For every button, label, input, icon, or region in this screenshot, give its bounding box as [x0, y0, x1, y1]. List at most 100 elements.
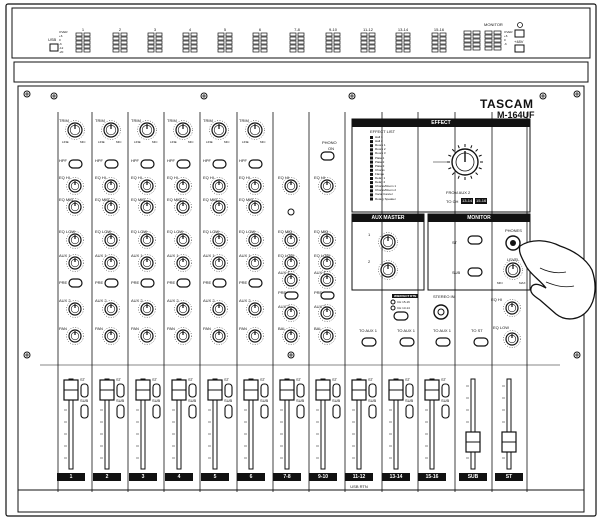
trim-knob[interactable] — [209, 120, 229, 140]
route-st-button[interactable] — [296, 383, 305, 398]
st-eq-mid-knob[interactable] — [282, 231, 300, 249]
pan-knob[interactable] — [210, 327, 228, 345]
route-st-button[interactable] — [405, 383, 414, 398]
eq-low-knob[interactable] — [246, 231, 264, 249]
eq-hi-knob[interactable] — [102, 177, 120, 195]
pre-button[interactable] — [140, 278, 155, 288]
bal-knob[interactable] — [282, 327, 300, 345]
send-button[interactable] — [435, 337, 451, 347]
eq-mid-knob[interactable] — [246, 198, 264, 216]
phono-button[interactable] — [320, 151, 335, 161]
aux1-knob[interactable] — [66, 254, 84, 272]
pan-knob[interactable] — [138, 327, 156, 345]
eq-hi-knob[interactable] — [138, 177, 156, 195]
st-aux1-knob[interactable] — [282, 271, 300, 289]
route-sub-button[interactable] — [116, 404, 125, 419]
hpf-button[interactable] — [212, 159, 227, 169]
phantom-button[interactable] — [514, 44, 525, 53]
eq-mid-knob[interactable] — [138, 198, 156, 216]
trim-knob[interactable] — [65, 120, 85, 140]
st-aux2-knob[interactable] — [318, 304, 336, 322]
route-sub-button[interactable] — [260, 404, 269, 419]
power-button[interactable] — [514, 29, 525, 38]
bal-knob[interactable] — [318, 327, 336, 345]
aux2-knob[interactable] — [66, 300, 84, 318]
send-button[interactable] — [399, 337, 415, 347]
trim-knob[interactable] — [137, 120, 157, 140]
st-aux1-knob[interactable] — [318, 271, 336, 289]
route-sub-button[interactable] — [441, 404, 450, 419]
send-button[interactable] — [473, 337, 489, 347]
effect-selector-knob[interactable] — [447, 144, 483, 180]
monitor-sub-button[interactable] — [467, 267, 483, 277]
eq-hi-knob[interactable] — [66, 177, 84, 195]
st-eq-hi-knob[interactable] — [282, 177, 300, 195]
pan-knob[interactable] — [66, 327, 84, 345]
route-sub-button[interactable] — [188, 404, 197, 419]
st-aux2-knob[interactable] — [282, 304, 300, 322]
route-sub-button[interactable] — [332, 404, 341, 419]
pan-knob[interactable] — [102, 327, 120, 345]
eq-low-knob[interactable] — [174, 231, 192, 249]
aux2-knob[interactable] — [246, 300, 264, 318]
route-st-button[interactable] — [224, 383, 233, 398]
ch-1314-radio[interactable] — [390, 305, 396, 311]
st-pre-button[interactable] — [284, 291, 299, 300]
pre-button[interactable] — [104, 278, 119, 288]
pre-button[interactable] — [212, 278, 227, 288]
monitor-level-knob[interactable] — [503, 260, 523, 280]
usb-button[interactable] — [49, 43, 59, 52]
eq-low-knob[interactable] — [138, 231, 156, 249]
st-eq-low-knob-fx[interactable] — [503, 330, 521, 348]
aux2-knob[interactable] — [174, 300, 192, 318]
aux1-knob[interactable] — [138, 254, 156, 272]
route-sub-button[interactable] — [368, 404, 377, 419]
aux1-knob[interactable] — [246, 254, 264, 272]
st-eq-low-knob[interactable] — [282, 254, 300, 272]
aux2-knob[interactable] — [210, 300, 228, 318]
route-st-button[interactable] — [116, 383, 125, 398]
eq-hi-knob[interactable] — [174, 177, 192, 195]
hpf-button[interactable] — [104, 159, 119, 169]
eq-mid-knob[interactable] — [174, 198, 192, 216]
st-pre-button[interactable] — [320, 291, 335, 300]
pre-button[interactable] — [176, 278, 191, 288]
aux1-knob[interactable] — [210, 254, 228, 272]
route-sub-button[interactable] — [152, 404, 161, 419]
aux1-knob[interactable] — [174, 254, 192, 272]
route-st-button[interactable] — [441, 383, 450, 398]
hpf-button[interactable] — [176, 159, 191, 169]
aux2-knob[interactable] — [138, 300, 156, 318]
eq-hi-knob[interactable] — [210, 177, 228, 195]
route-st-button[interactable] — [188, 383, 197, 398]
route-sub-button[interactable] — [224, 404, 233, 419]
st-eq-hi-knob-fx[interactable] — [503, 299, 521, 317]
ch-1516-radio[interactable] — [390, 299, 396, 305]
route-st-button[interactable] — [368, 383, 377, 398]
trim-knob[interactable] — [101, 120, 121, 140]
route-st-button[interactable] — [152, 383, 161, 398]
route-sub-button[interactable] — [296, 404, 305, 419]
send-button[interactable] — [361, 337, 377, 347]
to-ch-1314-button[interactable] — [461, 198, 473, 204]
eq-low-knob[interactable] — [210, 231, 228, 249]
stereo-in-jack[interactable] — [433, 304, 449, 320]
eq-mid-knob[interactable] — [66, 198, 84, 216]
hpf-button[interactable] — [140, 159, 155, 169]
route-sub-button[interactable] — [405, 404, 414, 419]
pan-knob[interactable] — [246, 327, 264, 345]
pre-button[interactable] — [248, 278, 263, 288]
eq-low-knob[interactable] — [102, 231, 120, 249]
aux1-knob[interactable] — [102, 254, 120, 272]
eq-hi-knob[interactable] — [246, 177, 264, 195]
route-st-button[interactable] — [80, 383, 89, 398]
aux-master-2-knob[interactable] — [378, 260, 398, 280]
eq-mid-knob[interactable] — [210, 198, 228, 216]
aux2-knob[interactable] — [102, 300, 120, 318]
to-ch-1516-button[interactable] — [475, 198, 487, 204]
route-st-button[interactable] — [332, 383, 341, 398]
st-eq-mid-knob[interactable] — [318, 231, 336, 249]
aux-master-1-knob[interactable] — [378, 232, 398, 252]
pan-knob[interactable] — [174, 327, 192, 345]
pre-button[interactable] — [68, 278, 83, 288]
